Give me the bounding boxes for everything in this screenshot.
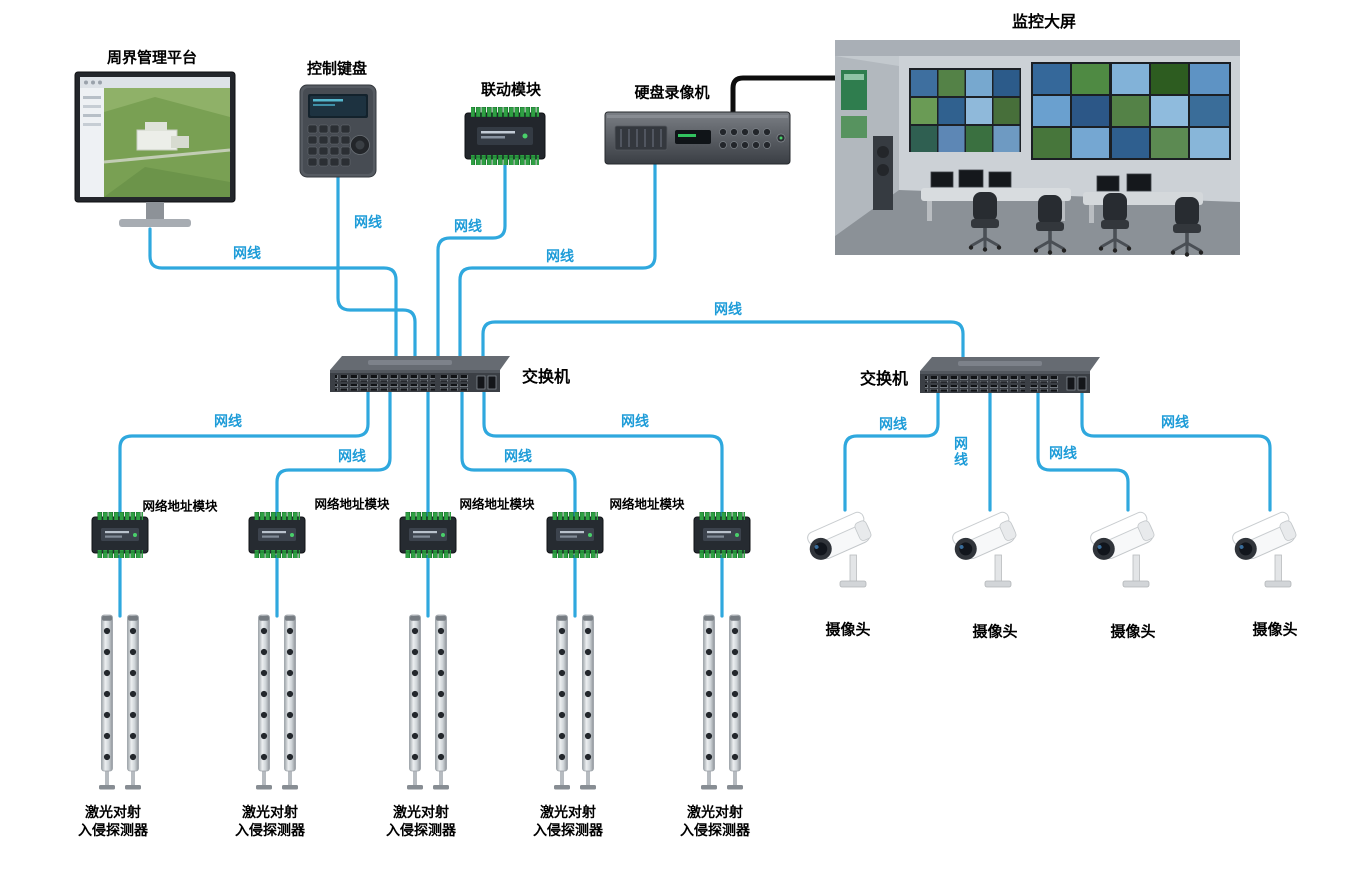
- cable-label: 网线: [504, 448, 532, 464]
- cable-linkage-to-switch1: [436, 162, 507, 360]
- cable-label: 网线: [354, 214, 382, 230]
- switch-left-label: 交换机: [521, 369, 571, 386]
- cable-switch2-to-camera4: [1080, 389, 1272, 512]
- video-wall-photo: [835, 40, 1240, 259]
- address-module-label-2: 网络地址模块: [314, 497, 390, 512]
- switch-right-label: 交换机: [859, 371, 909, 388]
- dvr-device: [604, 111, 791, 165]
- detector-label-3-line2: 入侵探测器: [386, 822, 456, 838]
- cable-label: 网线: [546, 248, 574, 264]
- laser-detector-pair-3: [407, 615, 449, 790]
- platform-monitor-device: [74, 71, 236, 227]
- address-module-device-2: [248, 511, 306, 559]
- laser-detector-pair-5: [701, 615, 743, 790]
- switch-left-device: [329, 355, 511, 393]
- dvr-label: 硬盘录像机: [634, 84, 710, 102]
- cable-switch1-to-module4: [460, 388, 577, 518]
- camera-device-2: [947, 509, 1019, 588]
- detector-label-2-line2: 入侵探测器: [235, 822, 305, 838]
- platform-label: 周界管理平台: [106, 49, 198, 67]
- cable-switch2-to-camera1: [843, 389, 940, 512]
- detector-label-4-line1: 激光对射: [540, 804, 596, 820]
- cable-label: 网线: [454, 218, 482, 234]
- video-wall-label: 监控大屏: [1011, 14, 1077, 31]
- camera-label-4: 摄像头: [1252, 621, 1298, 639]
- cable-label: 网线: [338, 448, 366, 464]
- detector-label-1-line2: 入侵探测器: [78, 822, 148, 838]
- cable-switch1-to-module5: [482, 388, 724, 518]
- address-module-device-1: [91, 511, 149, 559]
- cable-platform-to-switch1: [148, 227, 398, 360]
- control-keyboard-device: [299, 84, 377, 178]
- camera-device-4: [1227, 509, 1299, 588]
- cable-label: 网线: [214, 413, 242, 429]
- address-module-label-4: 网络地址模块: [609, 497, 685, 512]
- cable-label: 网线: [621, 413, 649, 429]
- cable-dvr-to-videowall: [730, 75, 841, 115]
- cable-label: 网线: [714, 301, 742, 317]
- cable-dvr-to-switch1: [458, 161, 657, 360]
- address-module-device-3: [399, 511, 457, 559]
- cable-switch2-to-camera3: [1036, 389, 1130, 512]
- cable-label: 网线: [1161, 414, 1189, 430]
- linkage-module-label: 联动模块: [480, 81, 542, 99]
- address-module-label-3: 网络地址模块: [459, 497, 535, 512]
- address-module-device-4: [546, 511, 604, 559]
- switch-right-device: [919, 356, 1101, 394]
- cable-label: 网线: [233, 245, 261, 261]
- address-module-device-5: [693, 511, 751, 559]
- laser-detector-pair-2: [256, 615, 298, 790]
- detector-label-5-line1: 激光对射: [687, 804, 743, 820]
- cable-label-vertical: 网线: [953, 436, 969, 468]
- detector-label-4-line2: 入侵探测器: [533, 822, 603, 838]
- cable-keyboard-to-switch1: [336, 173, 417, 360]
- address-module-label-1: 网络地址模块: [142, 499, 218, 514]
- camera-device-3: [1085, 509, 1157, 588]
- detector-label-1-line1: 激光对射: [85, 804, 141, 820]
- detector-label-3-line1: 激光对射: [393, 804, 449, 820]
- cable-switch1-to-module2: [275, 388, 392, 518]
- detector-label-2-line1: 激光对射: [242, 804, 298, 820]
- cable-switch1-to-module1: [118, 388, 370, 518]
- detector-label-5-line2: 入侵探测器: [680, 822, 750, 838]
- cables: [118, 75, 1272, 618]
- camera-label-2: 摄像头: [972, 623, 1018, 641]
- camera-device-1: [802, 509, 874, 588]
- laser-detector-pair-4: [554, 615, 596, 790]
- cable-label: 网线: [1049, 445, 1077, 461]
- control-keyboard-label: 控制键盘: [306, 60, 368, 78]
- camera-label-1: 摄像头: [825, 621, 871, 639]
- camera-label-3: 摄像头: [1110, 623, 1156, 641]
- laser-detector-pair-1: [99, 615, 141, 790]
- linkage-module-device: [464, 107, 546, 165]
- cable-switch1-to-switch2: [481, 320, 965, 362]
- cable-label: 网线: [879, 416, 907, 432]
